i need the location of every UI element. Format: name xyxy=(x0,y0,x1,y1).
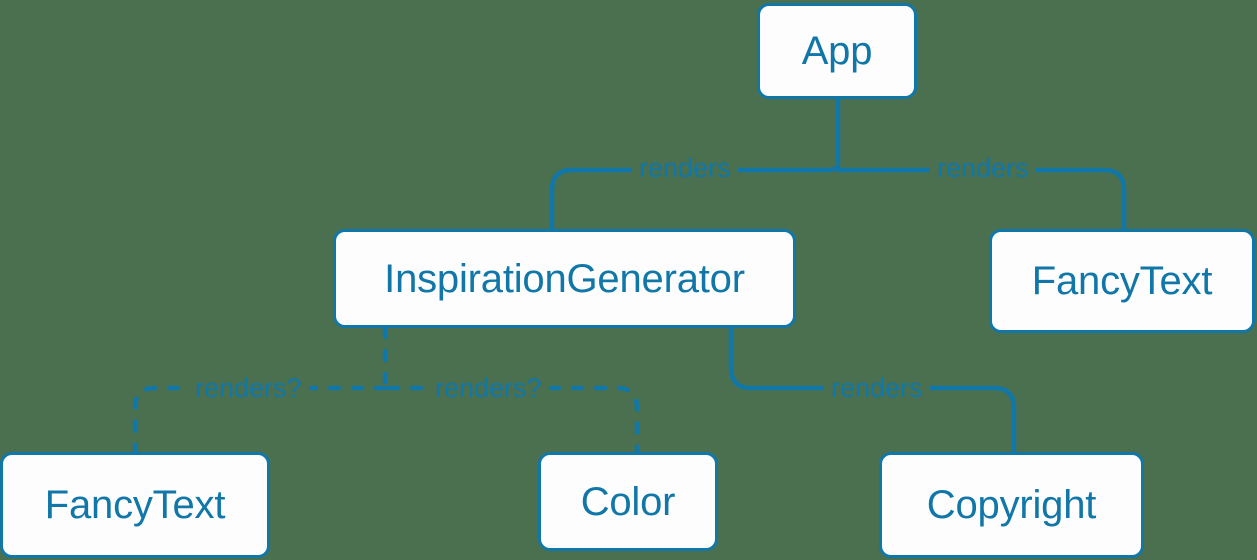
node-fancytext-right[interactable]: FancyText xyxy=(989,229,1255,333)
edge-label-app-fancytext: renders xyxy=(930,155,1036,182)
node-fancytext-right-label: FancyText xyxy=(1031,259,1213,303)
node-app[interactable]: App xyxy=(757,3,917,99)
node-copyright[interactable]: Copyright xyxy=(879,452,1144,558)
edge-app-fancytext xyxy=(835,167,1127,232)
node-color-label: Color xyxy=(580,479,676,524)
edge-inspgen-color xyxy=(386,385,640,455)
node-inspiration-generator-label: InspirationGenerator xyxy=(384,256,745,301)
edge-label-inspiration-generator-copyright: renders xyxy=(824,375,930,402)
edge-inspgen-fancytext xyxy=(132,385,388,455)
node-copyright-label: Copyright xyxy=(926,483,1097,527)
node-fancytext-left[interactable]: FancyText xyxy=(0,452,270,558)
node-fancytext-left-label: FancyText xyxy=(44,483,226,527)
node-color[interactable]: Color xyxy=(538,452,718,551)
edge-label-inspiration-generator-color: renders? xyxy=(428,375,549,402)
edge-label-inspiration-generator-fancytext: renders? xyxy=(188,375,309,402)
node-inspiration-generator[interactable]: InspirationGenerator xyxy=(333,229,796,328)
node-app-label: App xyxy=(801,29,873,73)
edge-label-app-inspiration-generator: renders xyxy=(632,155,738,182)
